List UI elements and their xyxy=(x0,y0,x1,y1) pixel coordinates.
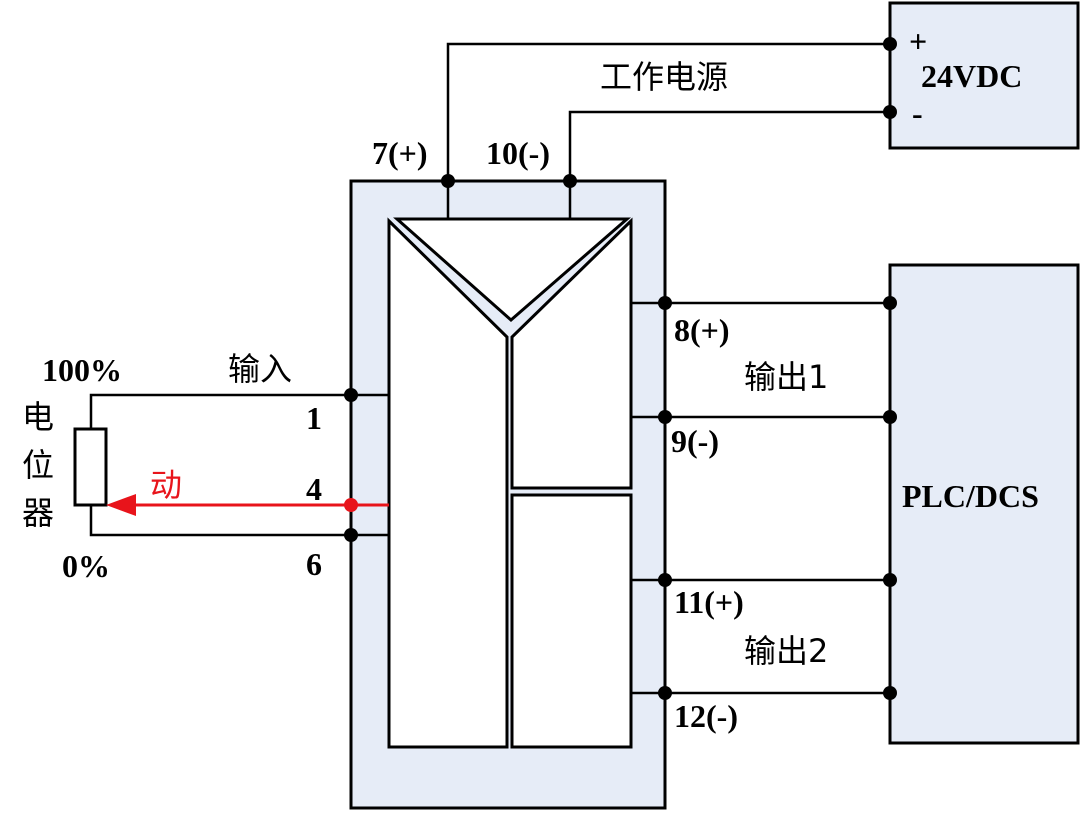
module-inner-left-block xyxy=(387,217,509,749)
potentiometer-name-char-2: 位 xyxy=(22,446,54,484)
supply-minus-dot xyxy=(883,105,897,119)
terminal-11-label: 11(+) xyxy=(674,584,744,620)
potentiometer-bottom-label: 0% xyxy=(62,548,110,584)
plc-out2-minus-dot xyxy=(883,686,897,700)
terminal-10-label: 10(-) xyxy=(486,135,550,171)
power-supply-voltage: 24VDC xyxy=(921,58,1022,94)
controller-box xyxy=(888,263,1080,745)
plc-out2-plus-dot xyxy=(883,573,897,587)
input-top-wire xyxy=(89,393,389,429)
terminal-1-dot xyxy=(344,388,358,402)
power-supply-box xyxy=(888,1,1080,150)
power-supply-plus-sign: + xyxy=(909,23,927,59)
terminal-8-dot xyxy=(658,296,672,310)
potentiometer-name-char-3: 器 xyxy=(22,494,54,532)
terminal-9-label: 9(-) xyxy=(671,423,719,459)
output1-label: 输出1 xyxy=(744,358,828,396)
terminal-9-dot xyxy=(658,410,672,424)
plc-out1-minus-dot xyxy=(883,410,897,424)
terminal-8-label: 8(+) xyxy=(674,312,730,348)
power-plus-wire xyxy=(446,42,890,219)
input-label: 输入 xyxy=(228,350,292,388)
module-inner-right-top-block xyxy=(510,217,633,490)
wiper-arrowhead xyxy=(106,494,136,516)
module-inner-right-bottom-block xyxy=(510,493,633,749)
terminal-4-label: 4 xyxy=(306,471,322,507)
terminal-11-dot xyxy=(658,573,672,587)
power-label: 工作电源 xyxy=(600,58,728,96)
terminal-6-label: 6 xyxy=(306,546,322,582)
controller-label: PLC/DCS xyxy=(902,478,1039,514)
terminal-12-dot xyxy=(658,686,672,700)
output2-label: 输出2 xyxy=(744,632,828,670)
wiper-label: 动 xyxy=(150,466,182,504)
supply-plus-dot xyxy=(883,37,897,51)
plc-out1-plus-dot xyxy=(883,296,897,310)
terminal-7-dot xyxy=(441,174,455,188)
power-supply-minus-sign: - xyxy=(912,95,923,131)
terminal-7-label: 7(+) xyxy=(372,135,428,171)
terminal-4-dot xyxy=(344,498,358,512)
input-bottom-wire xyxy=(89,505,389,537)
potentiometer-body xyxy=(73,427,108,507)
terminal-1-label: 1 xyxy=(306,400,322,436)
terminal-10-dot xyxy=(563,174,577,188)
terminal-6-dot xyxy=(344,528,358,542)
module-splitter-triangle xyxy=(393,217,632,322)
potentiometer-name-char-1: 电 xyxy=(22,398,54,436)
potentiometer-top-label: 100% xyxy=(42,352,122,388)
terminal-12-label: 12(-) xyxy=(674,698,738,734)
